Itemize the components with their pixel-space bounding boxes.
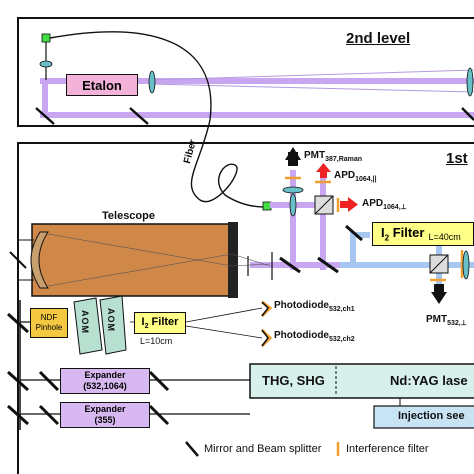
pd-line-2 — [185, 325, 263, 339]
pmt-532-label: PMT532,⊥ — [426, 314, 467, 327]
telescope-ray-1 — [47, 233, 233, 267]
telescope-label: Telescope — [102, 210, 155, 222]
legend-mirror-label: Mirror and Beam splitter — [204, 443, 322, 455]
apd-perp-body — [340, 201, 350, 208]
etalon-ray-2 — [149, 83, 474, 93]
blue-beam-to-filter — [350, 232, 370, 238]
first-level-title: 1st — [446, 150, 468, 167]
lens-2nd-right — [466, 67, 474, 97]
expander1-title: Expander — [84, 370, 126, 380]
mirror-bottom-2 — [6, 370, 30, 392]
first-level-frame — [17, 142, 474, 474]
mirror-2nd-right — [461, 107, 474, 121]
apd-perp-label: APD1064,⊥ — [362, 198, 407, 211]
apd-par-body — [320, 168, 327, 178]
mirror-2nd-mid — [129, 107, 149, 125]
i2-filter-small-length: L=10cm — [140, 336, 173, 346]
telescope-tube — [31, 223, 237, 297]
apd-beam-horizontal — [270, 202, 330, 208]
photodiode-ch2-label: Photodiode532,ch2 — [274, 330, 355, 343]
expander-355-box: Expander (355) — [60, 402, 150, 428]
apd-beam-vertical — [320, 175, 326, 270]
second-level-frame — [17, 17, 474, 127]
fiber-tip-top — [41, 33, 51, 43]
apd-par-label: APD1064,|| — [334, 170, 377, 183]
mirror-bottom-5 — [148, 370, 170, 392]
raman-beam-vertical — [290, 170, 296, 270]
fiber-cable — [49, 31, 266, 208]
ndf-pinhole-box: NDF Pinhole — [30, 308, 68, 338]
collimator-lens-top — [39, 60, 53, 68]
mirror-1st-c — [345, 224, 363, 242]
telescope-out-beam — [250, 262, 340, 268]
etalon-box: Etalon — [66, 74, 138, 96]
mirror-bottom-4 — [38, 370, 60, 392]
mirror-bottom-1 — [6, 312, 30, 334]
second-level-title: 2nd level — [346, 30, 411, 47]
telescope-ray-4 — [231, 263, 271, 267]
second-level-return-beam — [40, 112, 474, 118]
thg-shg-label: THG, SHG — [262, 373, 325, 388]
telescope-ray-3 — [231, 253, 271, 267]
cube-diagonal-532 — [429, 254, 449, 274]
expander2-title: Expander — [84, 404, 126, 414]
mirror-1st-b — [317, 256, 339, 274]
aom-2-label: AOM — [106, 308, 116, 332]
photodiode-ch1-label: Photodiode532,ch1 — [274, 300, 355, 313]
expander1-wavelengths: (532,1064) — [83, 381, 127, 391]
expander-532-1064-box: Expander (532,1064) — [60, 368, 150, 394]
second-level-beam — [40, 78, 474, 84]
i2-filter-main-length: L=40cm — [428, 232, 461, 242]
pmt-raman-head — [285, 147, 301, 160]
pd-line-1 — [185, 307, 263, 323]
lens-right-1st — [462, 250, 470, 280]
i2-filter-main-box: I2 Filter L=40cm — [372, 222, 474, 246]
laser-box — [249, 363, 474, 399]
mirror-bottom-3 — [6, 404, 30, 426]
injection-seed-box — [373, 405, 474, 429]
pmt-raman-label: PMT387,Raman — [304, 150, 363, 163]
aom-2 — [99, 295, 127, 355]
mirror-1st-a — [279, 256, 301, 274]
mirror-left-tele — [9, 251, 27, 269]
etalon-label: Etalon — [82, 77, 122, 93]
nd-yag-label: Nd:YAG lase — [390, 373, 468, 388]
legend-mirror-icon — [185, 441, 199, 457]
injection-seed-label: Injection see — [398, 410, 465, 422]
telescope-primary-mirror — [30, 231, 49, 289]
legend-filter-label: Interference filter — [346, 443, 429, 455]
blue-beam-vertical — [350, 236, 356, 268]
pmt-532-head — [431, 292, 447, 304]
fiber-tip-bottom — [262, 201, 272, 211]
lens-after-etalon — [148, 70, 156, 94]
etalon-ray-1 — [149, 69, 474, 81]
lens-fiber-1st — [289, 193, 297, 217]
telescope-ray-2 — [47, 253, 233, 287]
photodiode-ch1-outline — [261, 301, 269, 317]
expander2-wavelengths: (355) — [94, 415, 116, 425]
i2-filter-main-label: I2 Filter — [381, 225, 425, 243]
lens-raman — [282, 186, 304, 194]
i2-filter-small-box: I2 Filter — [134, 312, 186, 334]
second-level-vertical-beam — [42, 78, 48, 118]
ndf-label: NDF — [40, 313, 58, 322]
pmt-532-body — [434, 284, 444, 296]
mirror-2nd-left — [35, 107, 55, 125]
aom-1-label: AOM — [80, 310, 90, 334]
blue-beam-horizontal — [340, 262, 474, 268]
pinhole-label: Pinhole — [35, 323, 63, 332]
apd-perp-arrow — [348, 197, 358, 212]
telescope-secondary — [228, 222, 238, 298]
mirror-bottom-6 — [148, 404, 170, 426]
apd-par-arrow — [316, 163, 331, 172]
mirror-bottom-7 — [38, 404, 60, 426]
cube-diagonal-apd — [314, 195, 334, 215]
aom-1 — [73, 297, 103, 355]
i2-filter-small-label: I2 Filter — [141, 315, 179, 331]
photodiode-ch2-outline — [261, 329, 269, 347]
